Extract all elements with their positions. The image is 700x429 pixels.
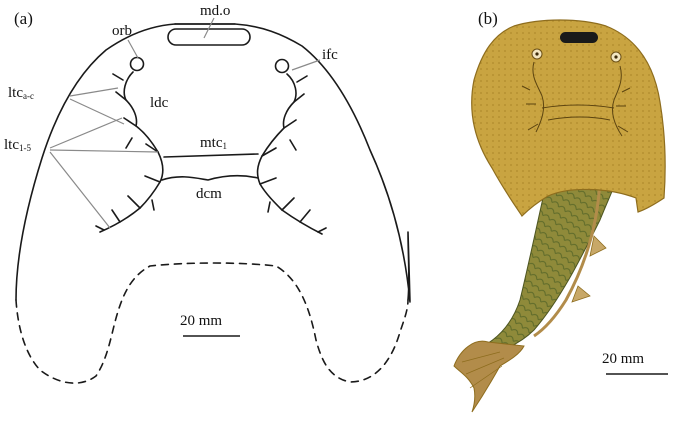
left-branch-c: [145, 143, 159, 153]
right-branch-c: [261, 147, 277, 157]
leader-ifc: [291, 59, 321, 71]
left-branch-d: [144, 175, 161, 183]
dorsal-ridge: [533, 179, 602, 338]
label-mtc: mtc1: [200, 135, 227, 151]
dorsal-fin-1: [589, 235, 607, 257]
head-shield-outline-diagram: [15, 17, 411, 384]
mouth-opening: [167, 28, 251, 46]
left-branch-i: [125, 137, 133, 149]
right-branch-a: [293, 93, 305, 103]
leader-ltc-ac-2: [69, 98, 125, 125]
caudal-fin-rays: [461, 351, 505, 389]
panel-b-label: (b): [478, 9, 498, 28]
leader-ltc15-3: [49, 117, 123, 149]
right-branch-h: [296, 75, 308, 83]
label-ldc: ldc: [150, 95, 169, 111]
scale-bar-a-label: 20 mm: [180, 313, 223, 329]
leader-ltc15-2: [49, 151, 111, 229]
scale-bar-b-label: 20 mm: [602, 351, 645, 367]
left-branch-h: [112, 73, 124, 81]
leader-ltc15-1: [49, 149, 159, 153]
left-branch-a: [115, 91, 127, 101]
caudal-fin: [453, 340, 525, 413]
shield-outline-left: [15, 23, 176, 301]
left-branch-f: [111, 209, 121, 223]
shield-outline: [174, 23, 411, 303]
posterior-dashed-outline: [15, 262, 409, 384]
right-branch-i: [289, 139, 297, 151]
right-orbit: [274, 58, 290, 74]
mouth-dark: [560, 32, 598, 43]
left-branch-g: [95, 225, 105, 231]
head-canal-right: [611, 65, 623, 137]
head-canal-left: [532, 61, 545, 133]
right-lateral-canal: [256, 73, 323, 235]
label-orb: orb: [112, 23, 132, 39]
middle-transverse-canal: [163, 153, 259, 158]
label-dcm: dcm: [196, 186, 222, 202]
head-shield: [471, 19, 666, 217]
trunk-body: [465, 175, 619, 361]
leader-mdo: [203, 17, 215, 39]
label-ltc-a-c: ltca-c: [8, 85, 34, 101]
right-branch-j: [267, 201, 271, 213]
panel-a-label: (a): [14, 9, 33, 28]
left-branch-b: [123, 117, 137, 127]
leader-ltc-ac-1: [69, 87, 119, 97]
right-branch-d: [259, 177, 277, 185]
panel-b-reconstruction: (b) 20 mm: [430, 0, 700, 429]
panel-a-line-drawing: (a) md.o orb ifc ltca-c ldc ltc1-5 mtc1 …: [4, 3, 411, 384]
galeaspid-reconstruction-illustration: [453, 19, 668, 413]
dorsal-commissure: [161, 175, 259, 181]
leader-orb: [127, 39, 139, 59]
label-ltc-1-5: ltc1-5: [4, 137, 31, 153]
head-canal-cross-2: [547, 116, 611, 121]
head-canal-cross: [541, 104, 615, 109]
right-branch-f: [299, 209, 311, 223]
right-branch-e: [281, 197, 295, 211]
right-eye-pupil: [614, 55, 618, 59]
dorsal-fin-2: [571, 285, 591, 303]
left-eye-pupil: [535, 52, 539, 56]
left-orbit: [129, 56, 145, 72]
label-ifc: ifc: [322, 47, 338, 63]
right-branch-b: [283, 119, 297, 129]
left-branch-j: [151, 199, 155, 211]
right-branch-g: [317, 227, 327, 233]
left-branch-e: [127, 195, 141, 209]
head-canal-branches: [521, 85, 631, 133]
label-md-o: md.o: [200, 3, 231, 19]
